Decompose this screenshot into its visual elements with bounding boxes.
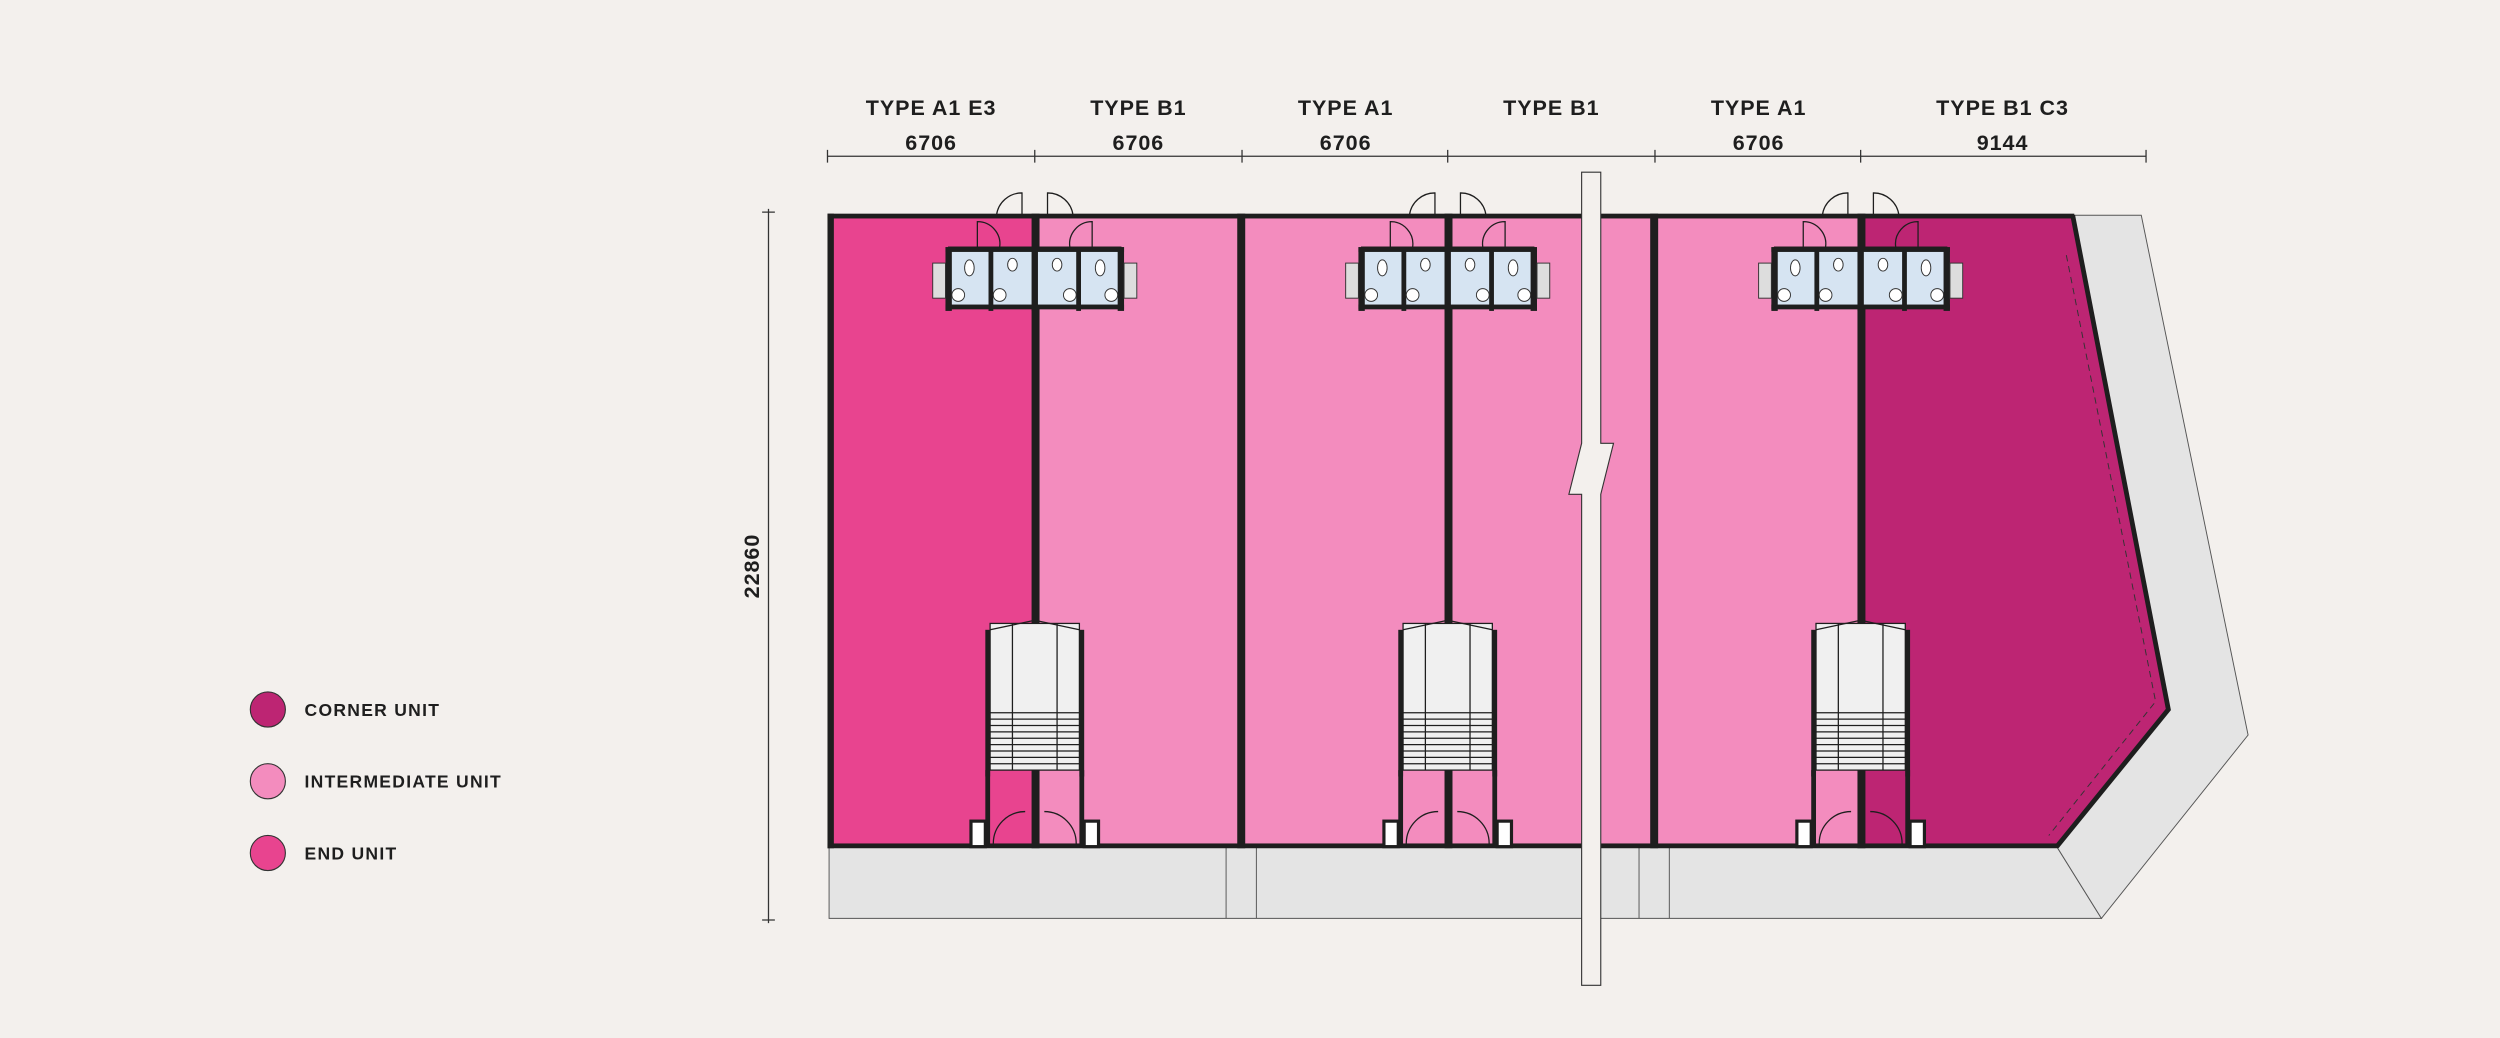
unit-width-label: 9144 [1977, 131, 2029, 155]
depth-label: 22860 [740, 534, 764, 599]
legend-swatch-intermediate [249, 763, 286, 800]
depth-dimension: 22860 [740, 208, 775, 924]
break-line [1568, 171, 1615, 986]
unit-type-label: TYPE B1 [1090, 96, 1186, 120]
legend: CORNER UNIT INTERMEDIATE UNIT END UNIT [249, 691, 502, 872]
toilet-block [931, 192, 1138, 312]
unit-width-label: 6706 [1320, 131, 1372, 155]
toilet-block [1757, 192, 1964, 312]
unit-type-label: TYPE B1 C3 [1936, 96, 2069, 120]
width-dimensions: TYPE A1 E3 TYPE B1 TYPE A1 TYPE B1 TYPE … [826, 96, 2147, 163]
walls [827, 213, 2171, 849]
unit-width-label: 6706 [905, 131, 957, 155]
legend-label: END UNIT [305, 843, 398, 863]
walkway [828, 214, 2249, 920]
unit-type-label: TYPE B1 [1503, 96, 1599, 120]
unit-type-label: TYPE A1 [1298, 96, 1394, 120]
unit-width-label: 6706 [1733, 131, 1785, 155]
unit-corner[interactable] [1860, 215, 2169, 847]
toilet-block [1344, 192, 1551, 312]
legend-label: CORNER UNIT [305, 700, 441, 720]
unit-type-label: TYPE A1 E3 [866, 96, 997, 120]
unit-width-label: 6706 [1113, 131, 1165, 155]
unit-type-label: TYPE A1 [1711, 96, 1807, 120]
legend-label: INTERMEDIATE UNIT [305, 772, 502, 792]
legend-swatch-end [249, 834, 286, 872]
legend-swatch-corner [249, 691, 286, 728]
